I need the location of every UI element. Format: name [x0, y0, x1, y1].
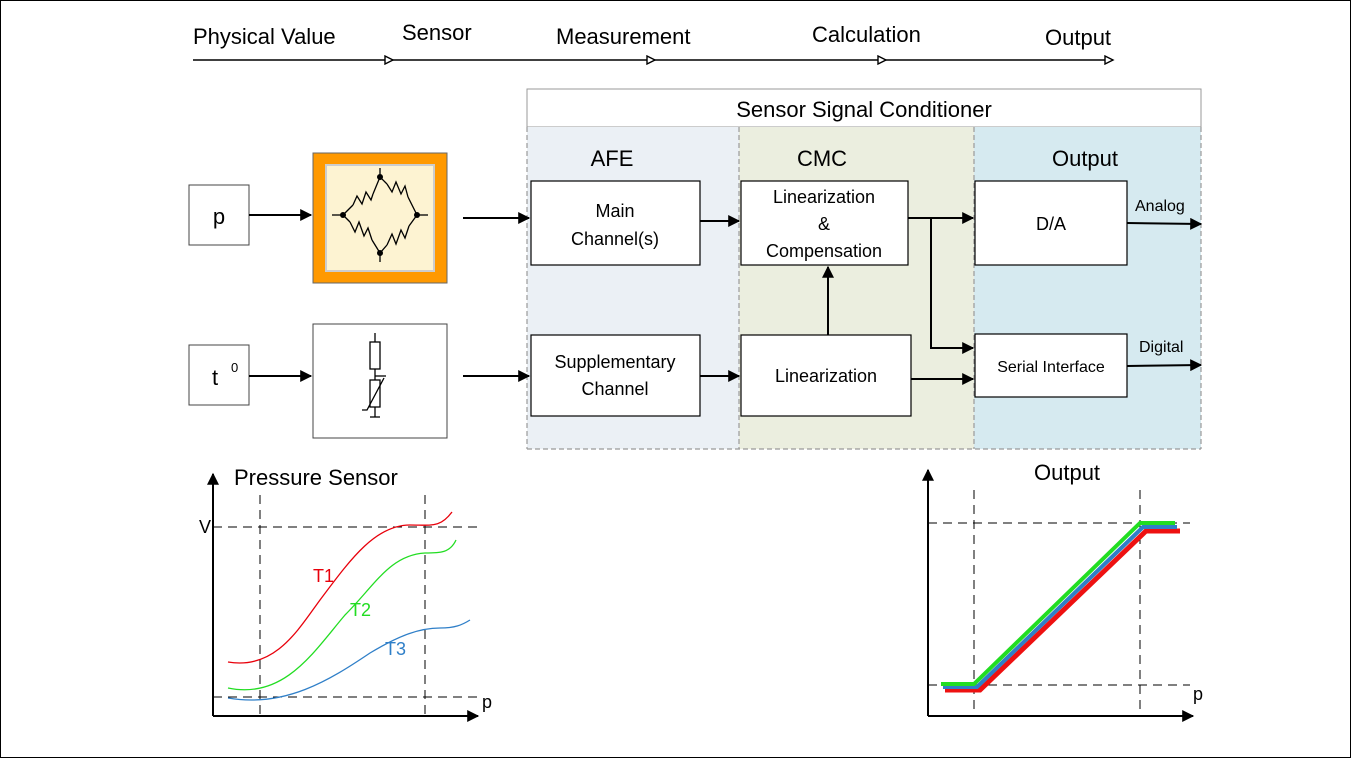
curve-t3	[227, 619, 471, 701]
svg-text:Compensation: Compensation	[766, 241, 882, 261]
svg-text:Channel(s): Channel(s)	[571, 229, 659, 249]
svg-text:Supplementary: Supplementary	[554, 352, 675, 372]
digital-output-label: Digital	[1139, 339, 1183, 356]
stage-physical-value: Physical Value	[193, 24, 336, 49]
curve-t2	[227, 539, 457, 691]
curve-t1	[227, 511, 453, 664]
conditioner-title: Sensor Signal Conditioner	[736, 97, 992, 122]
svg-text:Linearization: Linearization	[775, 366, 877, 386]
svg-text:Channel: Channel	[581, 379, 648, 399]
output-graph: Output p	[922, 460, 1203, 722]
flow-arrows	[249, 209, 1203, 385]
main-channel-block: Main Channel(s)	[530, 180, 701, 266]
temperature-input-box	[188, 344, 250, 406]
svg-text:&: &	[818, 214, 830, 234]
stage-timeline: Physical Value Sensor Measurement Calcul…	[193, 20, 1113, 60]
curve-t1-label: T1	[313, 566, 334, 586]
stage-measurement: Measurement	[556, 24, 691, 49]
temperature-sensor	[312, 323, 448, 439]
temperature-input-label: t	[212, 365, 218, 390]
svg-text:D/A: D/A	[1036, 214, 1066, 234]
analog-output-label: Analog	[1135, 198, 1185, 215]
curve-t3-label: T3	[385, 639, 406, 659]
pressure-graph-title: Pressure Sensor	[234, 465, 398, 490]
svg-text:Serial Interface: Serial Interface	[997, 359, 1105, 376]
linearization-compensation-block: Linearization & Compensation	[740, 180, 909, 266]
bridge-sensor	[312, 152, 448, 284]
stage-sensor: Sensor	[402, 20, 472, 45]
stage-calculation: Calculation	[812, 22, 921, 47]
temperature-input-superscript: 0	[231, 360, 238, 375]
output-graph-x-label: p	[1193, 684, 1203, 704]
cmc-label: CMC	[797, 146, 847, 171]
svg-text:Linearization: Linearization	[773, 187, 875, 207]
supplementary-channel-block: Supplementary Channel	[530, 334, 701, 417]
output-line-green	[941, 521, 1175, 686]
afe-label: AFE	[591, 146, 634, 171]
stage-output: Output	[1045, 25, 1111, 50]
output-line-red	[945, 528, 1180, 693]
svg-text:Main: Main	[595, 201, 634, 221]
curve-t2-label: T2	[350, 600, 371, 620]
pressure-input-label: p	[213, 204, 225, 229]
da-block: D/A	[974, 180, 1128, 266]
pressure-sensor-graph: Pressure Sensor V p T1 T2 T3	[199, 465, 492, 722]
output-section	[974, 127, 1201, 449]
pressure-graph-x-label: p	[482, 692, 492, 712]
linearization-block: Linearization	[740, 334, 912, 417]
output-line-blue	[943, 525, 1177, 689]
output-graph-title: Output	[1034, 460, 1100, 485]
serial-interface-block: Serial Interface	[974, 333, 1128, 398]
conditioner-title-box	[526, 88, 1202, 128]
resistor-thermistor-icon	[362, 333, 386, 418]
pressure-graph-y-label: V	[199, 517, 211, 537]
output-section-label: Output	[1052, 146, 1118, 171]
